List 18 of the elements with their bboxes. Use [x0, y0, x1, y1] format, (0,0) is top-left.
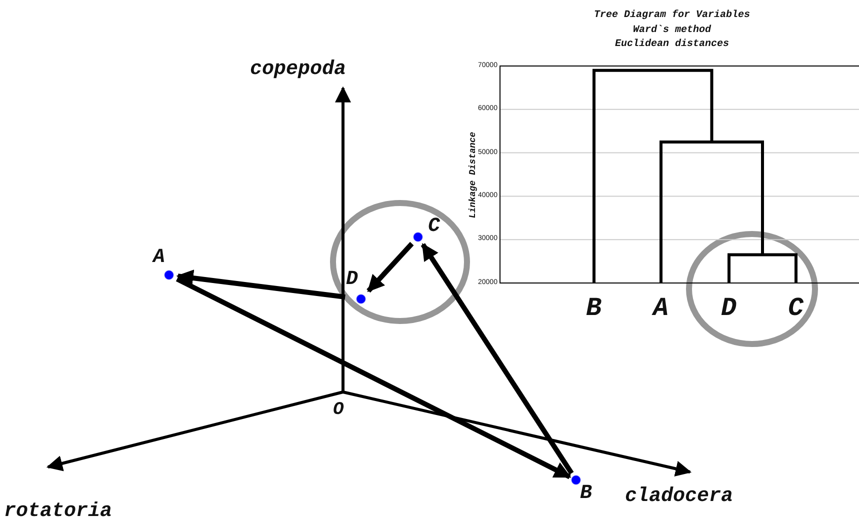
- arrow: [420, 243, 574, 475]
- data-point: D: [346, 270, 368, 304]
- arrow: [176, 270, 346, 300]
- chart-subtitle: Euclidean distances: [615, 39, 730, 51]
- leaf-label: A: [653, 293, 669, 323]
- chart-title: Tree Diagram for Variables: [594, 10, 750, 22]
- axis-title: Linkage Distance: [468, 132, 478, 218]
- leaf-label: D: [721, 293, 737, 323]
- chart-subtitle: Ward`s method: [633, 25, 712, 37]
- leaf-label: B: [586, 293, 602, 323]
- arrow: [366, 242, 414, 293]
- axis-label: rotatoria: [4, 500, 112, 523]
- axis-label: copepoda: [250, 58, 346, 81]
- data-point: A: [153, 248, 177, 281]
- origin-label: O: [333, 400, 344, 421]
- axis-label: cladocera: [625, 485, 734, 508]
- arrow: [176, 276, 572, 480]
- leaf-label: C: [788, 293, 804, 323]
